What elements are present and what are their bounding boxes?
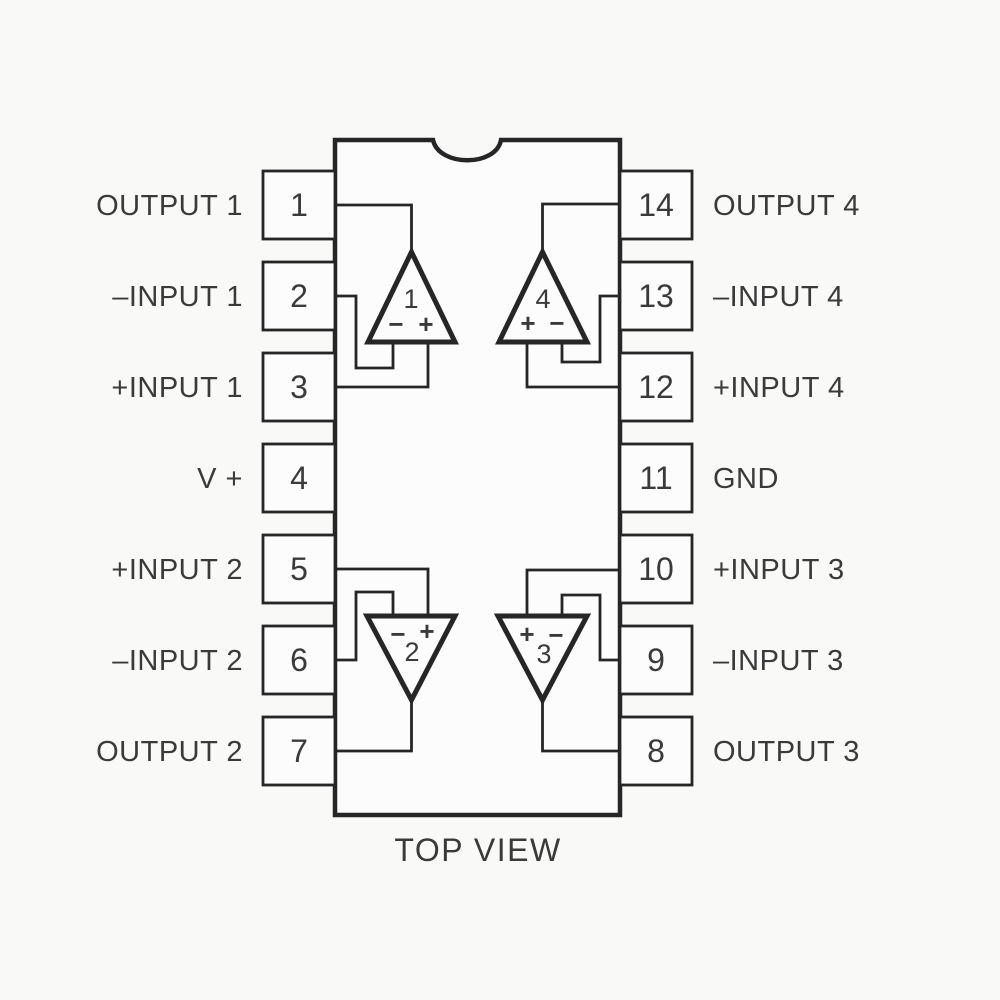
opamp-2-number: 2 <box>404 637 419 667</box>
pin-7-box <box>261 715 337 787</box>
pin-11-box <box>618 442 694 514</box>
pin-5-number: 5 <box>290 551 308 587</box>
pin-8-box <box>618 715 694 787</box>
pin-1: 1 OUTPUT 1 <box>96 169 337 241</box>
pin-9-number: 9 <box>647 642 665 678</box>
pin-13-box <box>618 260 694 332</box>
pin-9: 9 –INPUT 3 <box>618 624 844 696</box>
pin-1-box <box>261 169 337 241</box>
opamp-1-output-wire <box>335 203 413 254</box>
pin-13: 13 –INPUT 4 <box>618 260 844 332</box>
pin-7-label: OUTPUT 2 <box>96 736 243 768</box>
pin-12-number: 12 <box>638 369 674 405</box>
pin-10: 10 +INPUT 3 <box>618 533 845 605</box>
pin-3: 3 +INPUT 1 <box>111 351 337 423</box>
opamp-4-triangle <box>495 246 592 345</box>
opamp-3-number: 3 <box>536 639 551 669</box>
pin-13-number: 13 <box>638 278 674 314</box>
pin-10-label: +INPUT 3 <box>713 554 845 586</box>
opamp-1-inverting-wire <box>335 294 395 370</box>
pin-9-label: –INPUT 3 <box>713 645 844 677</box>
pin-2-box <box>261 260 337 332</box>
opamp-2-inverting-wire <box>335 590 395 662</box>
opamp-4-minus-sign: − <box>549 308 564 338</box>
opamp-2-output-wire <box>335 698 413 753</box>
opamp-1-number: 1 <box>403 284 418 314</box>
pin-14-number: 14 <box>638 187 674 223</box>
opamp-1: 1 − + <box>335 203 459 389</box>
pin-14-box <box>618 169 694 241</box>
opamp-3-minus-sign: − <box>548 620 563 650</box>
top-view-caption: TOP VIEW <box>394 832 561 868</box>
pin-11: 11 GND <box>618 442 779 514</box>
pin-3-number: 3 <box>290 369 308 405</box>
opamp-4-noninverting-wire <box>525 343 620 389</box>
pin-6: 6 –INPUT 2 <box>112 624 337 696</box>
pin-12: 12 +INPUT 4 <box>618 351 845 423</box>
pin-4-box <box>261 442 337 514</box>
pin-9-box <box>618 624 694 696</box>
pin-4-number: 4 <box>290 460 308 496</box>
pin-8: 8 OUTPUT 3 <box>618 715 860 787</box>
pin-10-box <box>618 533 694 605</box>
pin-14: 14 OUTPUT 4 <box>618 169 860 241</box>
pin-11-number: 11 <box>639 460 672 496</box>
pin-8-number: 8 <box>647 733 665 769</box>
pin-14-label: OUTPUT 4 <box>713 190 860 222</box>
pin-2-label: –INPUT 1 <box>112 281 243 313</box>
opamp-2-noninverting-wire <box>335 567 430 614</box>
pin-6-number: 6 <box>290 642 308 678</box>
opamp-4-output-wire <box>541 202 620 254</box>
pin-2: 2 –INPUT 1 <box>112 260 337 332</box>
opamp-1-triangle <box>364 246 459 345</box>
opamp-3-output-wire <box>541 698 620 753</box>
pin-8-label: OUTPUT 3 <box>713 736 860 768</box>
pin-3-label: +INPUT 1 <box>111 372 243 404</box>
opamp-3-noninverting-wire <box>525 568 620 614</box>
opamp-4-plus-sign: + <box>520 308 535 338</box>
opamp-1-minus-sign: − <box>388 309 403 339</box>
opamp-3-triangle <box>493 613 592 706</box>
pin-5-label: +INPUT 2 <box>111 554 243 586</box>
pin-11-label: GND <box>713 463 779 495</box>
opamp-2: 2 − + <box>335 567 460 753</box>
pin-6-box <box>261 624 337 696</box>
pin-13-label: –INPUT 4 <box>713 281 844 313</box>
pin-5-box <box>261 533 337 605</box>
pin-1-number: 1 <box>290 187 308 223</box>
pin-3-box <box>261 351 337 423</box>
pin-12-box <box>618 351 694 423</box>
pin-6-label: –INPUT 2 <box>112 645 243 677</box>
opamp-3: 3 + − <box>493 568 620 753</box>
pin-10-number: 10 <box>638 551 674 587</box>
opamp-4-number: 4 <box>535 284 550 314</box>
opamp-1-plus-sign: + <box>418 309 433 339</box>
opamp-3-inverting-wire <box>560 593 620 662</box>
ic-body <box>332 137 623 818</box>
pin-7-number: 7 <box>290 733 308 769</box>
opamp-3-plus-sign: + <box>519 619 534 649</box>
pin-5: 5 +INPUT 2 <box>111 533 337 605</box>
opamp-2-plus-sign: + <box>419 616 434 646</box>
pin-4: 4 V + <box>197 442 337 514</box>
pin-4-label: V + <box>197 463 243 495</box>
opamp-1-noninverting-wire <box>335 344 430 389</box>
opamp-4: 4 + − <box>495 202 620 389</box>
pin-12-label: +INPUT 4 <box>713 372 845 404</box>
opamp-4-inverting-wire <box>560 294 620 364</box>
opamp-2-minus-sign: − <box>390 619 405 649</box>
pin-7: 7 OUTPUT 2 <box>96 715 337 787</box>
pin-1-label: OUTPUT 1 <box>96 190 243 222</box>
opamp-2-triangle <box>362 613 460 706</box>
pin-2-number: 2 <box>290 278 308 314</box>
